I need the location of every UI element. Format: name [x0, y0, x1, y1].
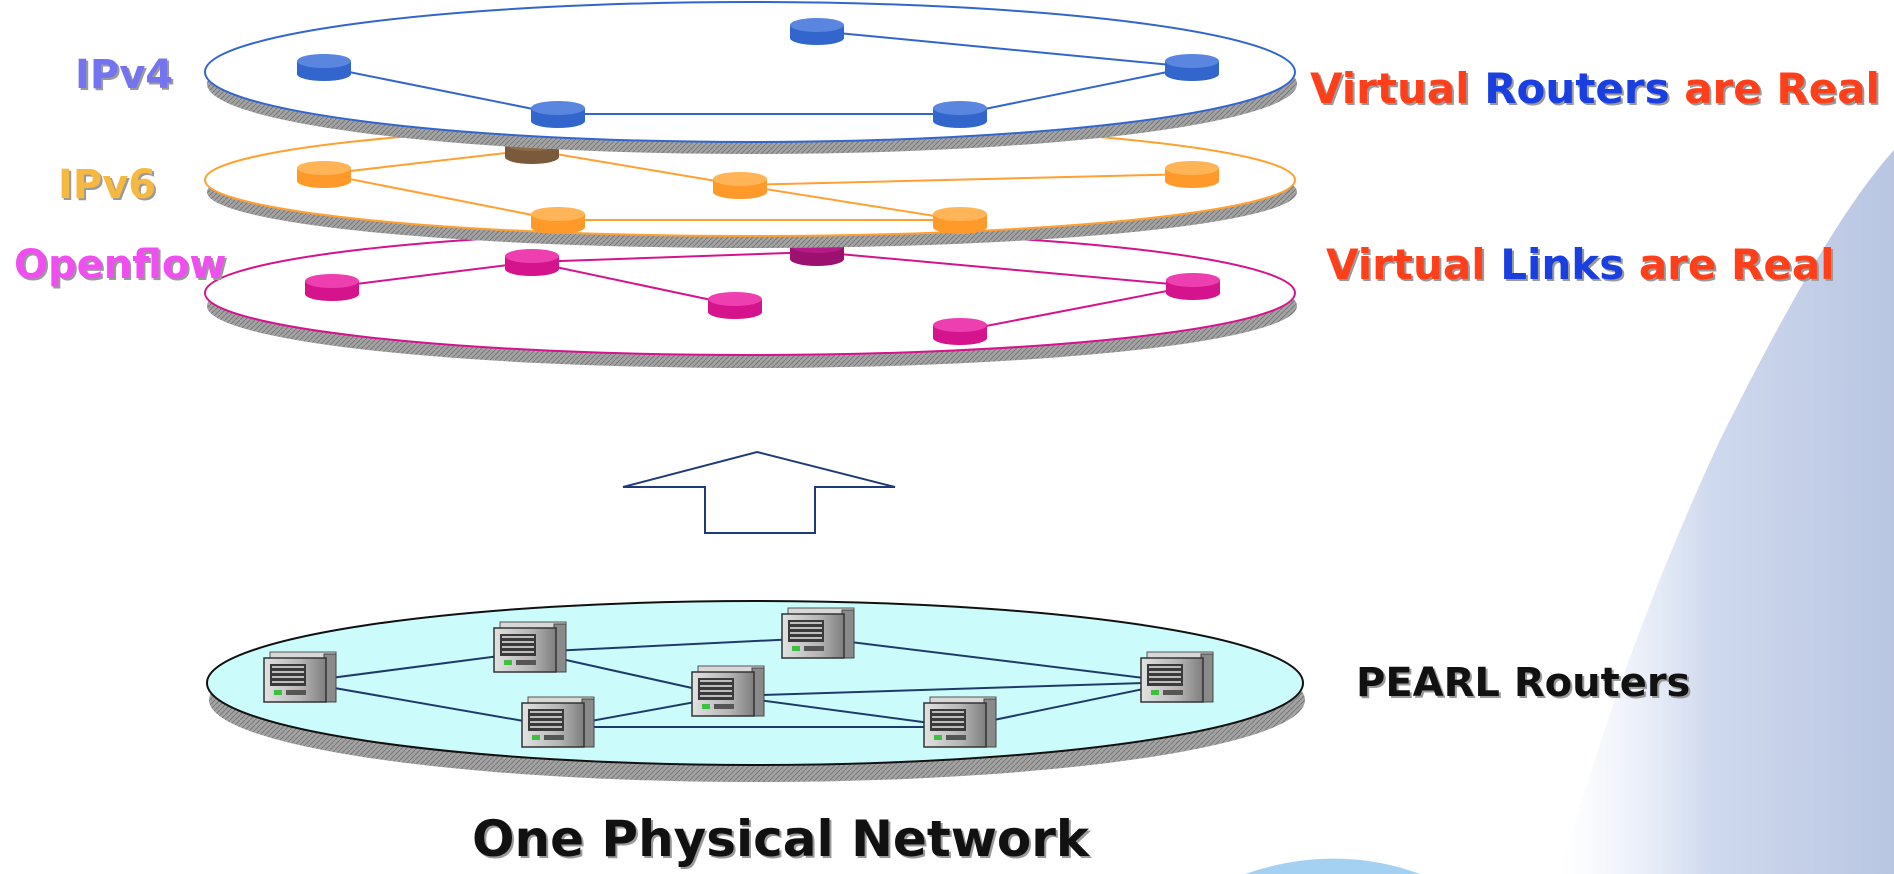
ipv4-router — [297, 54, 351, 81]
ipv6-links — [323, 149, 1193, 221]
openflow-router — [708, 292, 762, 319]
ipv6-router — [1165, 161, 1219, 188]
server-router-icon — [781, 607, 855, 659]
caption-word: Routers — [1484, 64, 1670, 113]
ipv6-router — [297, 161, 351, 188]
server-router-icon — [923, 696, 997, 748]
background-swoosh-highlight — [1245, 858, 1420, 874]
openflow-router — [1166, 273, 1220, 300]
caption-word: are Real — [1638, 240, 1835, 289]
ipv4-router — [933, 101, 987, 128]
ipv4-router — [790, 18, 844, 45]
pearl-routers-caption: PEARL Routers — [1356, 660, 1691, 706]
ipv6-router — [531, 207, 585, 234]
openflow-router — [505, 249, 559, 276]
ipv4-router — [531, 101, 585, 128]
virtual-routers-caption: Virtual Routers are Real — [1310, 64, 1880, 113]
ipv4-routers — [297, 18, 1219, 128]
virtual-links-caption: Virtual Links are Real — [1326, 240, 1835, 289]
caption-word: Virtual — [1326, 240, 1486, 289]
openflow-layer-label: Openflow — [14, 242, 227, 288]
ipv6-layer — [204, 123, 1297, 248]
ipv6-routers — [297, 137, 1219, 234]
openflow-router — [305, 274, 359, 301]
server-router-icon — [691, 665, 765, 717]
openflow-links — [331, 251, 1194, 332]
openflow-routers — [305, 239, 1220, 345]
server-router-icon — [521, 696, 595, 748]
openflow-layer — [204, 230, 1297, 368]
pearl-router-nodes — [263, 607, 1214, 748]
ipv6-router — [933, 207, 987, 234]
ipv4-layer — [204, 1, 1297, 154]
up-arrow-icon — [622, 450, 896, 534]
ipv4-links — [323, 30, 1193, 115]
ipv6-layer-label: IPv6 — [58, 162, 157, 208]
ipv6-router — [713, 172, 767, 199]
server-router-icon — [493, 621, 567, 673]
caption-word: Links — [1500, 240, 1625, 289]
openflow-router — [933, 318, 987, 345]
server-router-icon — [1140, 651, 1214, 703]
caption-word: Virtual — [1310, 64, 1470, 113]
ipv4-router — [1165, 54, 1219, 81]
background-swoosh — [1560, 150, 1894, 874]
ipv4-layer-label: IPv4 — [75, 52, 174, 98]
physical-network-caption: One Physical Network — [472, 810, 1090, 868]
server-router-icon — [263, 651, 337, 703]
caption-word: are Real — [1684, 64, 1880, 113]
